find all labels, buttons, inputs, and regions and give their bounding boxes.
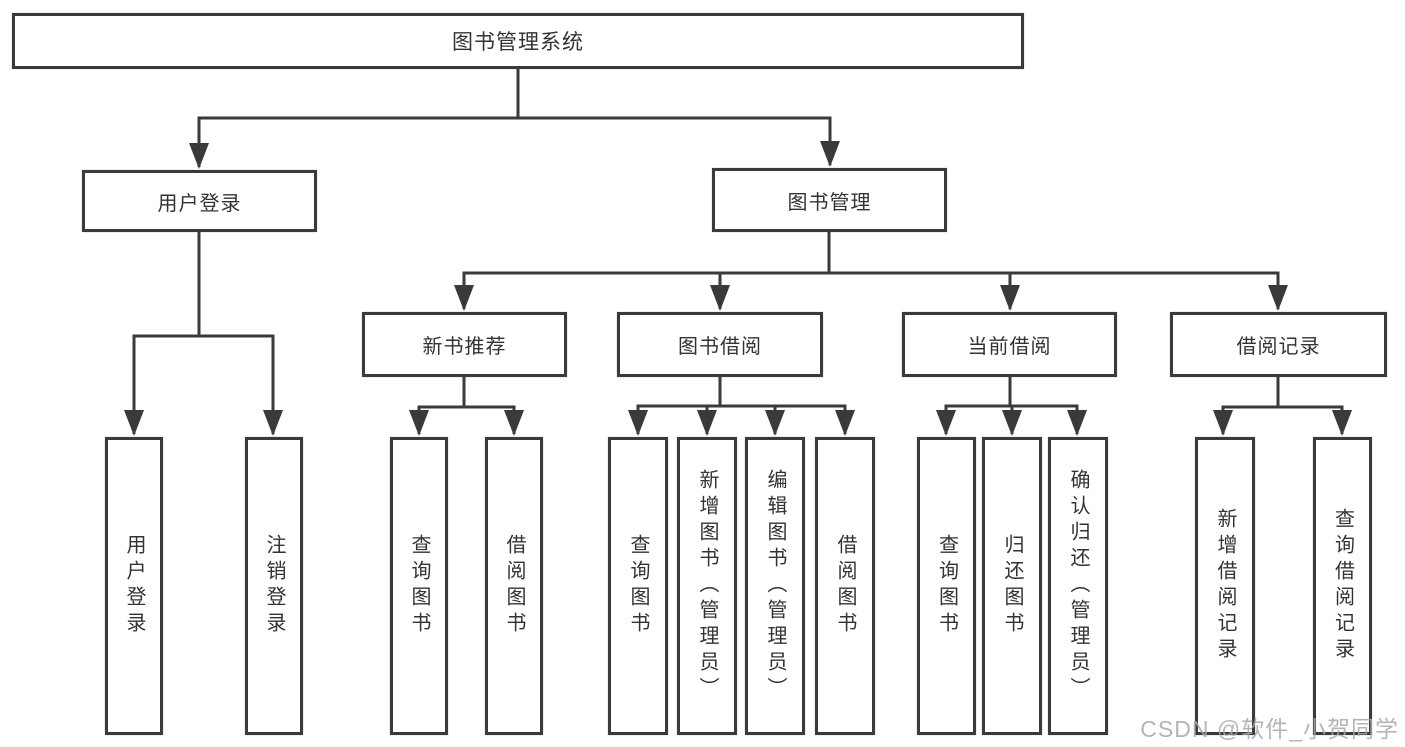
leaf-recommend-borrow-books: 借阅图书 <box>485 437 543 735</box>
leaf-current-return-books: 归还图书 <box>982 437 1042 735</box>
node-borrow-records: 借阅记录 <box>1170 312 1387 377</box>
leaf-borrow-borrow-books: 借阅图书 <box>815 437 875 735</box>
node-new-book-recommend: 新书推荐 <box>362 312 567 377</box>
node-book-management: 图书管理 <box>712 168 947 232</box>
leaf-recommend-query-books: 查询图书 <box>390 437 448 735</box>
node-user-login: 用户登录 <box>82 170 317 232</box>
leaf-logout: 注销登录 <box>245 437 303 735</box>
node-current-borrow: 当前借阅 <box>902 312 1117 377</box>
leaf-current-query-books: 查询图书 <box>917 437 976 735</box>
leaf-borrow-add-books-admin: 新增图书（管理员） <box>677 437 737 735</box>
leaf-borrow-edit-books-admin: 编辑图书（管理员） <box>745 437 805 735</box>
csdn-watermark: CSDN @软件_小贺同学 <box>1140 716 1399 742</box>
leaf-records-add-record: 新增借阅记录 <box>1195 437 1255 735</box>
leaf-current-confirm-return-admin: 确认归还（管理员） <box>1048 437 1108 735</box>
leaf-user-login: 用户登录 <box>105 437 163 735</box>
node-root-library-system: 图书管理系统 <box>12 13 1024 69</box>
leaf-records-query-record: 查询借阅记录 <box>1313 437 1372 735</box>
node-book-borrow: 图书借阅 <box>617 312 823 377</box>
leaf-borrow-query-books: 查询图书 <box>608 437 668 735</box>
